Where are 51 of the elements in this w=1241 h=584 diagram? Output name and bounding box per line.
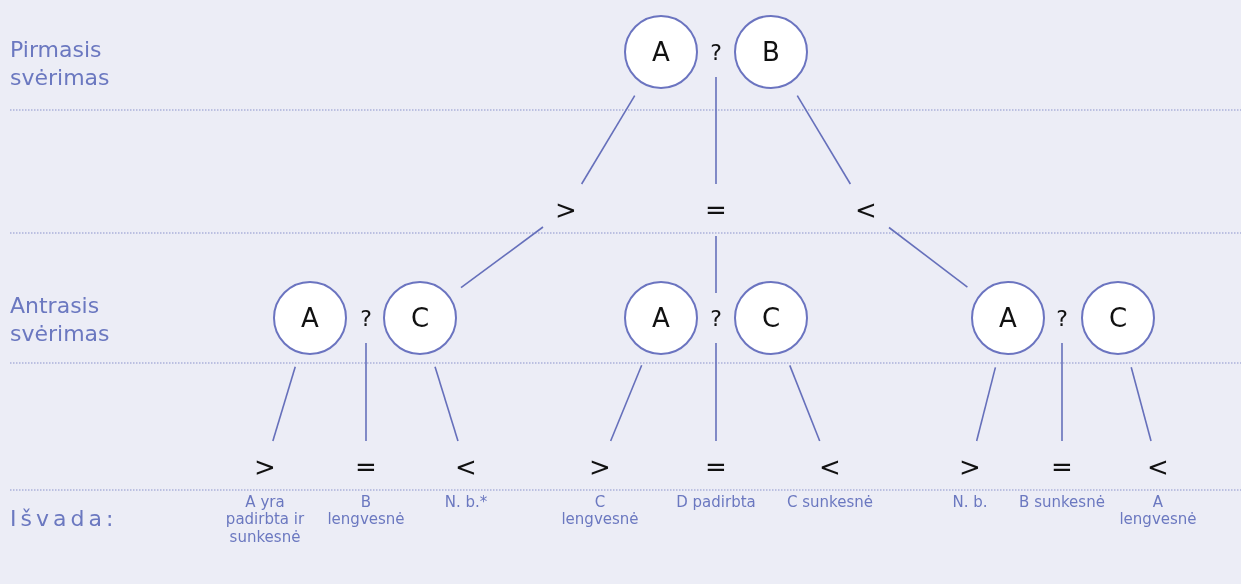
connector-line bbox=[796, 94, 852, 185]
comparison-sign: = bbox=[705, 196, 727, 224]
question-mark: ? bbox=[708, 39, 724, 65]
row-label: Išvada: bbox=[10, 505, 118, 533]
row-label: Pirmasis svėrimas bbox=[10, 36, 111, 91]
comparison-sign: = bbox=[1051, 453, 1073, 481]
comparison-sign: = bbox=[355, 453, 377, 481]
circle-node: A bbox=[273, 281, 347, 355]
circle-node: C bbox=[383, 281, 457, 355]
connector-line bbox=[715, 235, 717, 294]
comparison-sign: < bbox=[1147, 453, 1169, 481]
comparison-sign: > bbox=[254, 453, 276, 481]
comparison-sign: > bbox=[555, 196, 577, 224]
connector-line bbox=[789, 364, 821, 442]
question-mark: ? bbox=[358, 305, 374, 331]
conclusion-text: C lengvesnė bbox=[560, 494, 640, 529]
connector-line bbox=[975, 366, 997, 442]
question-mark: ? bbox=[1054, 305, 1070, 331]
comparison-sign: < bbox=[855, 196, 877, 224]
comparison-sign: < bbox=[819, 453, 841, 481]
connector-line bbox=[1130, 366, 1152, 442]
comparison-sign: < bbox=[455, 453, 477, 481]
circle-node: B bbox=[734, 15, 808, 89]
conclusion-text: B lengvesnė bbox=[326, 494, 406, 529]
conclusion-text: N. b. bbox=[951, 494, 989, 512]
connector-line bbox=[365, 342, 367, 442]
comparison-sign: > bbox=[589, 453, 611, 481]
conclusion-text: A lengvesnė bbox=[1118, 494, 1198, 529]
question-mark: ? bbox=[708, 305, 724, 331]
conclusion-text: B sunkesnė bbox=[1018, 494, 1106, 512]
connector-line bbox=[1061, 342, 1063, 442]
circle-node: A bbox=[971, 281, 1045, 355]
conclusion-text: C sunkesnė bbox=[786, 494, 874, 512]
connector-line bbox=[434, 365, 459, 442]
conclusion-text: N. b.* bbox=[443, 494, 489, 512]
connector-line bbox=[715, 76, 717, 185]
connector-line bbox=[888, 226, 969, 288]
comparison-sign: > bbox=[959, 453, 981, 481]
circle-node: A bbox=[624, 281, 698, 355]
row-label: Antrasis svėrimas bbox=[10, 292, 111, 347]
circle-node: C bbox=[734, 281, 808, 355]
circle-node: A bbox=[624, 15, 698, 89]
conclusion-text: D padirbta bbox=[675, 494, 757, 512]
connector-line bbox=[272, 366, 297, 442]
connector-line bbox=[715, 342, 717, 442]
connector-line bbox=[460, 226, 544, 289]
circle-node: C bbox=[1081, 281, 1155, 355]
comparison-sign: = bbox=[705, 453, 727, 481]
conclusion-text: A yra padirbta ir sunkesnė bbox=[225, 494, 305, 546]
connector-line bbox=[609, 364, 643, 442]
connector-line bbox=[580, 94, 636, 185]
